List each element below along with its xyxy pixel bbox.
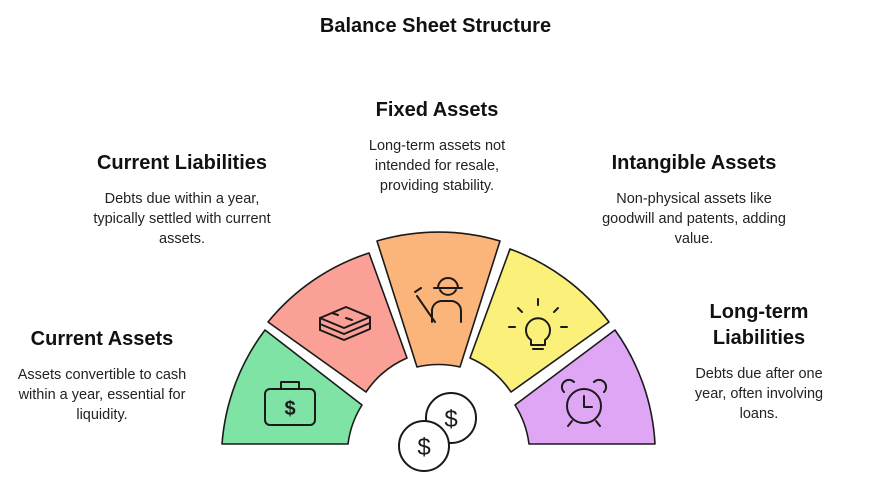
heading-long-term-liabilities: Long-term Liabilities: [709, 301, 809, 349]
segment-long-term-liabilities: [514, 329, 656, 445]
heading-fixed-assets: Fixed Assets: [375, 99, 499, 121]
heading-intangible-assets: Intangible Assets: [611, 152, 777, 174]
label-long-term-liabilities: Long-term Liabilities Debts due after on…: [684, 299, 834, 424]
label-fixed-assets: Fixed Assets Long-term assets not intend…: [337, 97, 537, 196]
segment-fixed-assets: [376, 231, 501, 368]
worker-icon: [414, 277, 463, 323]
desc-intangible-assets: Non-physical assets like goodwill and pa…: [602, 191, 786, 247]
segment-current-liabilities: [267, 252, 408, 393]
svg-text:$: $: [417, 434, 430, 461]
alarm-clock-icon: [560, 378, 608, 427]
label-current-liabilities: Current Liabilities Debts due within a y…: [72, 150, 292, 249]
desc-fixed-assets: Long-term assets not intended for resale…: [368, 138, 506, 194]
lightbulb-icon: [508, 298, 568, 350]
heading-current-assets: Current Assets: [30, 328, 174, 350]
segment-current-assets: [221, 329, 363, 445]
desc-long-term-liabilities: Debts due after one year, often involvin…: [694, 366, 824, 422]
svg-text:$: $: [444, 406, 457, 433]
label-intangible-assets: Intangible Assets Non-physical assets li…: [584, 150, 804, 249]
segment-intangible-assets: [469, 248, 610, 393]
desc-current-assets: Assets convertible to cash within a year…: [17, 367, 187, 423]
heading-current-liabilities: Current Liabilities: [96, 152, 268, 174]
cash-briefcase-icon: $: [264, 381, 316, 426]
money-stack-icon: [319, 306, 371, 341]
coins-icon: $ $: [398, 392, 477, 472]
svg-text:$: $: [284, 398, 295, 420]
desc-current-liabilities: Debts due within a year, typically settl…: [93, 191, 271, 247]
diagram-title: Balance Sheet Structure: [319, 15, 552, 37]
label-current-assets: Current Assets Assets convertible to cas…: [2, 326, 202, 425]
